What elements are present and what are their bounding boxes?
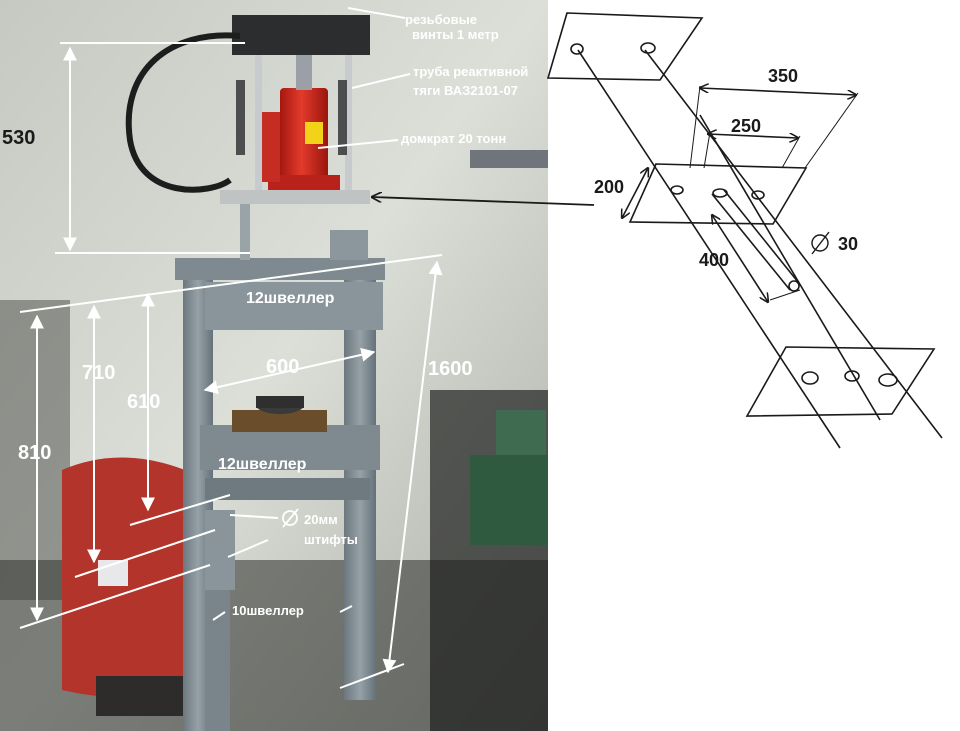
tank-base (96, 676, 186, 716)
sketch-top-plate (546, 12, 704, 81)
label-threaded-rods-1: резьбовые (405, 12, 477, 27)
threaded-rod-right (345, 55, 352, 195)
dim-arrow-200 (622, 168, 648, 218)
photo-labels: резьбовые винты 1 метр труба реактивной … (2, 12, 528, 618)
bottom-plate-hole-right (878, 373, 898, 387)
leader-channel-bottom (212, 611, 226, 621)
label-tube-1: труба реактивной (413, 64, 528, 79)
dim-arrow-600 (203, 347, 376, 395)
pressing-disc-body (256, 396, 304, 408)
dim-250-ext-right (781, 135, 801, 169)
mid-plate-hole-left (670, 185, 684, 195)
dim-label-1600: 1600 (428, 358, 473, 380)
leader-channel-bottom-2 (339, 605, 353, 613)
dim-350-ext-right (804, 92, 859, 169)
ref-line-sloped-top (19, 254, 443, 313)
ref-line-1600-bottom (339, 663, 405, 689)
jack-ram (296, 55, 312, 90)
label-jack: домкрат 20 тонн (401, 131, 506, 146)
label-pins-2: штифты (304, 532, 358, 547)
sketch-panel (546, 12, 943, 449)
jack-side-cylinder (262, 112, 280, 182)
dim-label-400: 400 (699, 250, 729, 270)
ref-line-810-bottom (19, 564, 211, 629)
dim-arrow-400 (712, 215, 768, 302)
top-plate-hole-right (640, 42, 656, 54)
wall-shelf (470, 150, 548, 168)
leader-threaded-rods (347, 7, 406, 19)
pin-plate (205, 510, 235, 590)
ref-line-610-bottom (129, 494, 231, 526)
dim-label-350: 350 (768, 66, 798, 86)
jack-sticker (305, 122, 323, 144)
dim-label-30: 30 (838, 234, 858, 254)
dim-label-250: 250 (731, 116, 761, 136)
dim-arrow-250 (708, 134, 798, 138)
sketch-labels: 350 250 200 400 30 (594, 66, 858, 270)
spring-left (236, 80, 245, 155)
tube-rod-end (788, 280, 800, 292)
dim-label-810: 810 (18, 442, 51, 464)
lower-channel-beam (205, 478, 370, 500)
ref-line-710-bottom (74, 529, 216, 578)
photo-dimension-lines (19, 7, 443, 689)
top-plate-hole-left (570, 43, 584, 55)
leader-jack (317, 139, 399, 149)
dim-label-600: 600 (266, 356, 299, 378)
label-threaded-rods-2: винты 1 метр (412, 27, 499, 42)
dim-label-530: 530 (2, 127, 35, 149)
jack-body (280, 88, 328, 193)
sketch-bottom-plate (745, 346, 936, 417)
jack-base-plate (220, 190, 370, 204)
green-machine-top (496, 410, 546, 455)
upper-channel-beam (205, 282, 383, 330)
bottom-plate-hole-center (844, 370, 860, 382)
dim-label-610: 610 (127, 391, 160, 413)
rod-axis-1 (577, 49, 841, 449)
dim-arrow-350 (700, 88, 856, 95)
label-channel-bottom: 10швеллер (232, 603, 304, 618)
top-channel-beam (175, 258, 385, 280)
dim-350-ext-left (689, 85, 701, 169)
green-machine (470, 455, 548, 545)
diameter-icon (811, 231, 830, 255)
anvil-block (232, 410, 327, 432)
dim-400-ext (769, 289, 801, 301)
leader-tube (351, 73, 411, 89)
diameter-circle (282, 510, 298, 526)
threaded-rod-left (255, 55, 262, 195)
leader-pins-2 (227, 539, 269, 558)
sketch-middle-plate (628, 163, 808, 225)
rod-axis-2 (644, 49, 943, 439)
dim-label-200: 200 (594, 177, 624, 197)
bottom-plate-hole-left (801, 371, 819, 385)
photo-panel: резьбовые винты 1 метр труба реактивной … (0, 0, 548, 731)
dim-arrow-1600 (382, 260, 443, 674)
diameter-icon (282, 508, 299, 528)
slide-rail (240, 204, 250, 260)
dim-250-ext-left (703, 131, 711, 169)
rod-diameter-circle (811, 234, 829, 252)
label-pins-1: 20мм (304, 512, 338, 527)
rod-diameter-slash (811, 231, 830, 255)
bottom-channel-leg (205, 590, 230, 731)
mid-channel-beam (200, 425, 380, 470)
jack-base (268, 175, 340, 193)
top-press-block (232, 15, 370, 55)
label-channel-middle: 12швеллер (218, 456, 307, 473)
label-tube-2: тяги ВАЗ2101-07 (413, 83, 518, 98)
label-channel-top: 12швеллер (246, 290, 335, 307)
spring-right (338, 80, 347, 155)
pointer-arrow-to-plate (372, 197, 595, 206)
mid-plate-hole-right (751, 190, 765, 200)
dim-label-710: 710 (82, 362, 115, 384)
leader-pins (229, 514, 279, 519)
diameter-slash (282, 508, 299, 528)
tube-reactive-rod (330, 230, 368, 260)
